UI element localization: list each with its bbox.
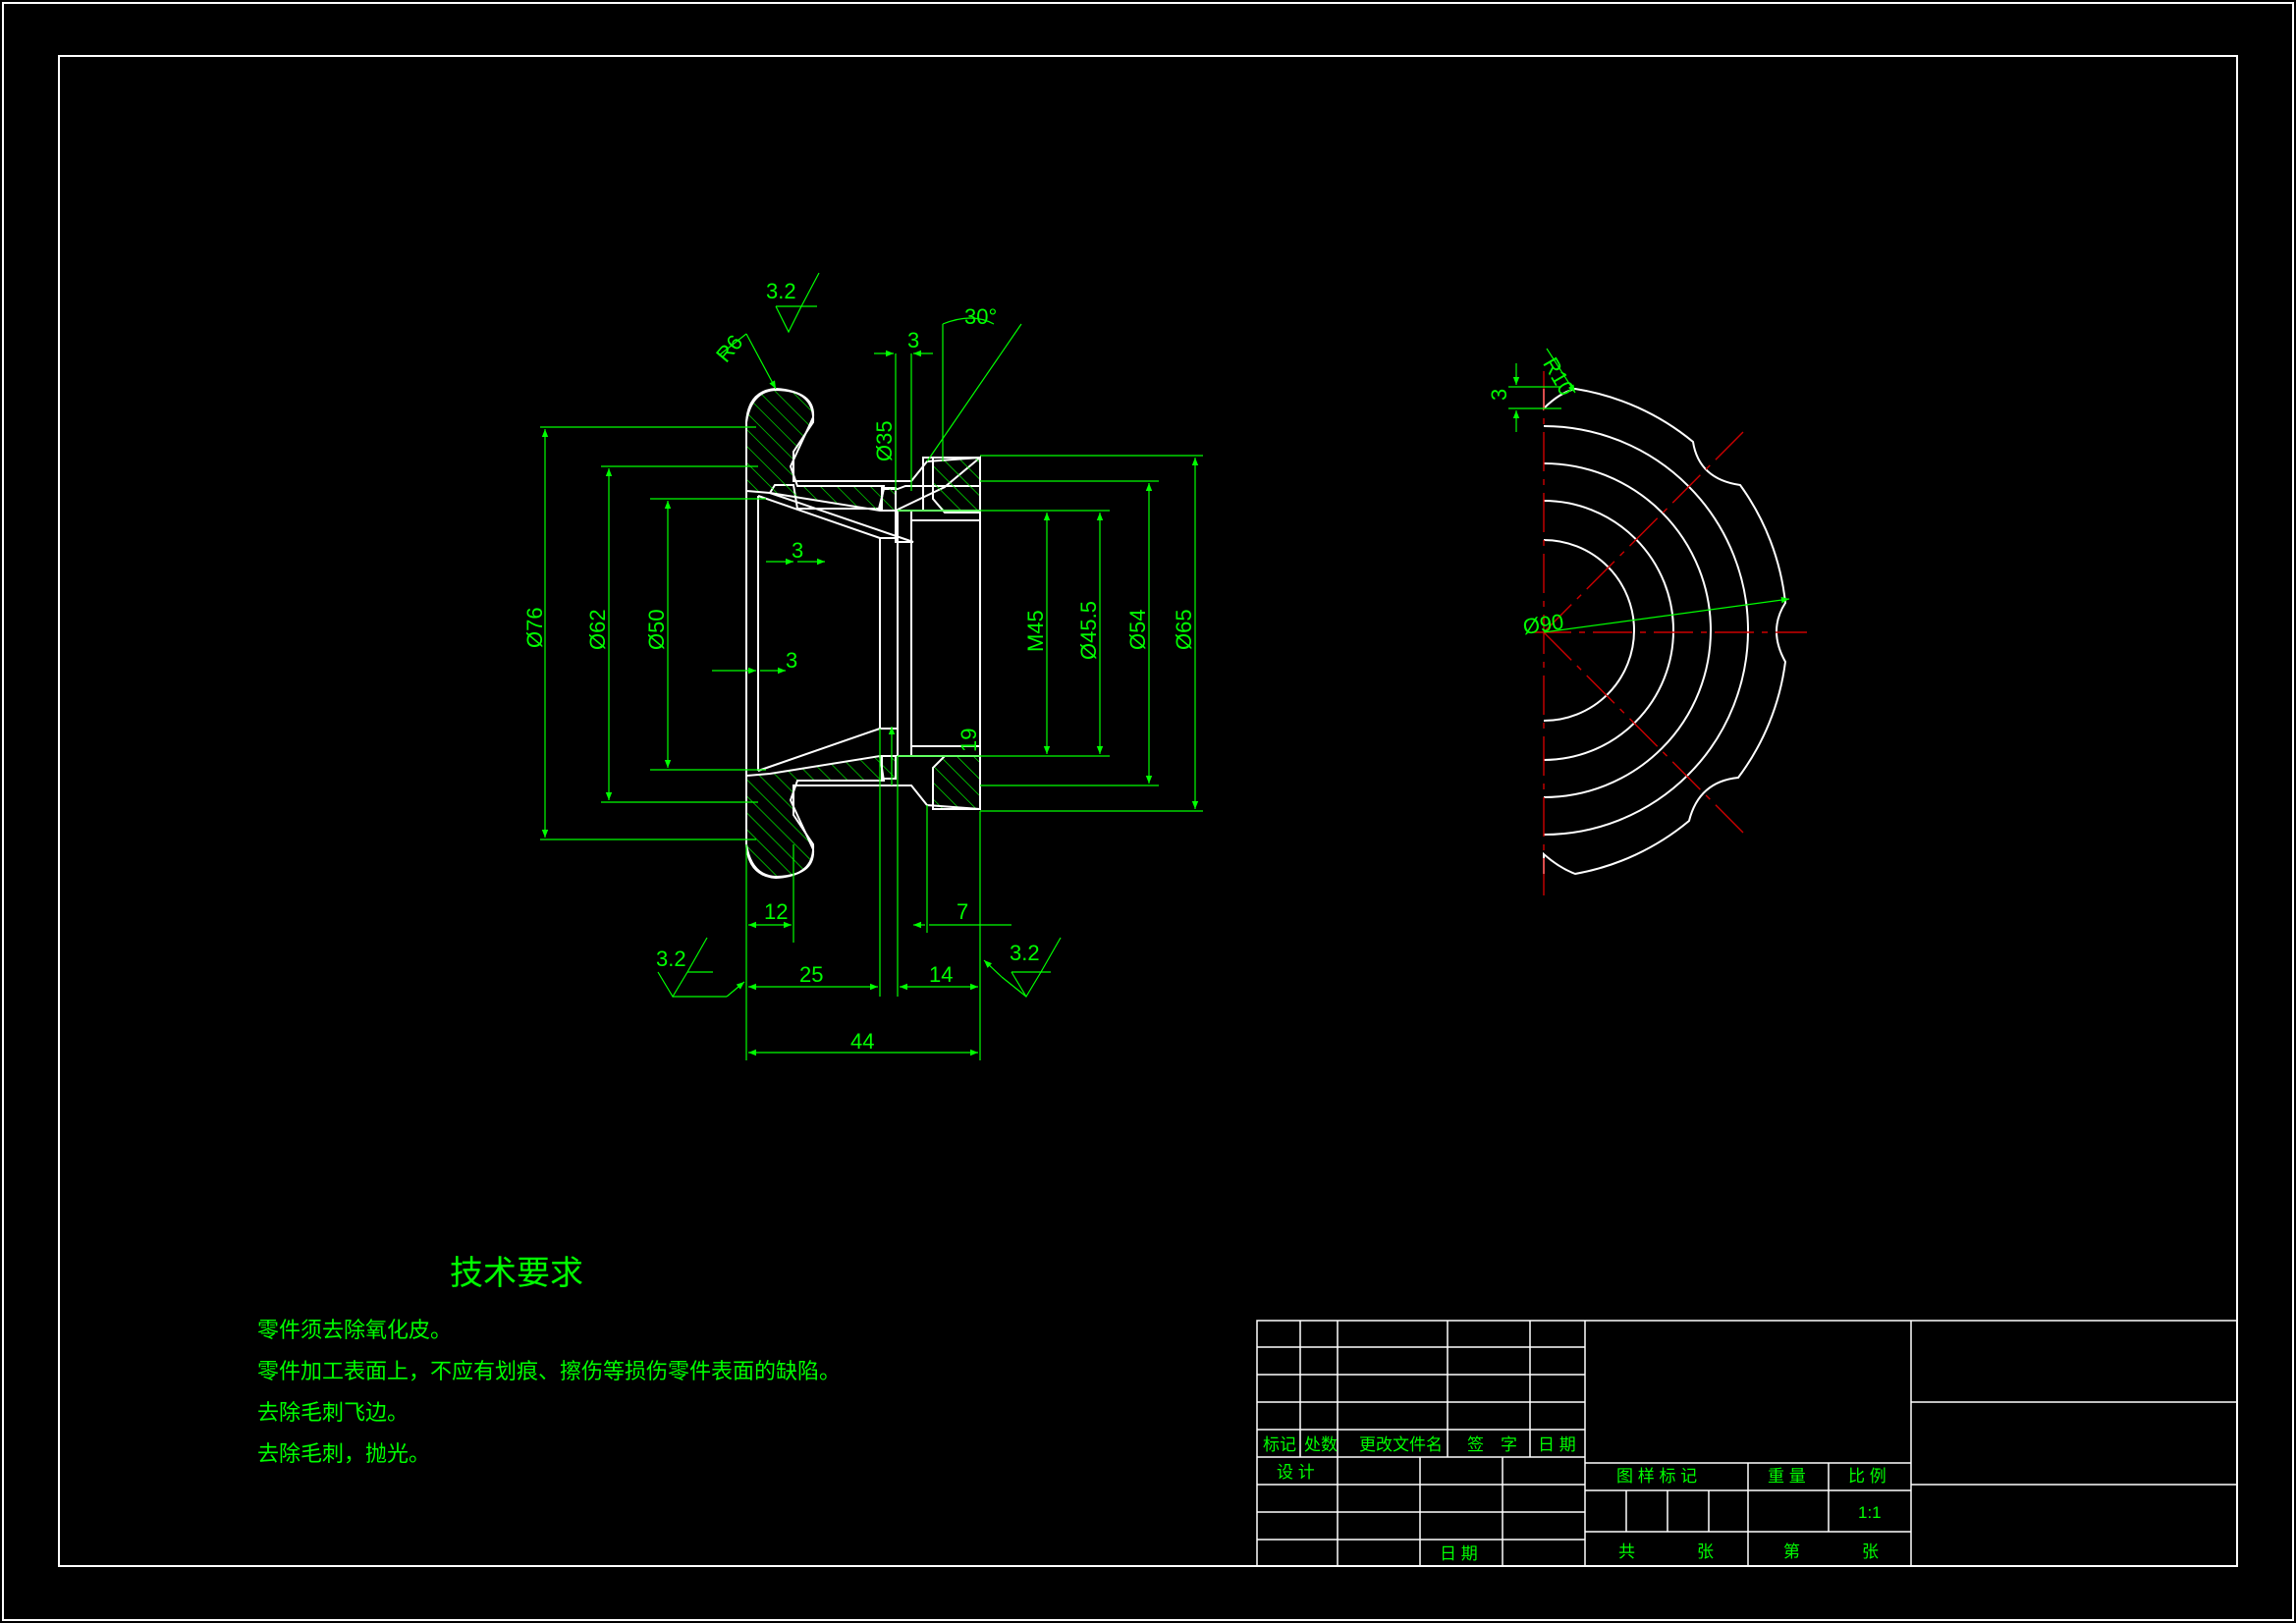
thread-m45: M45 bbox=[1023, 610, 1048, 652]
end-view: R10 3 Ø90 bbox=[1487, 348, 1807, 895]
tb-sheet-no: 第 bbox=[1783, 1542, 1800, 1561]
dia-54: Ø54 bbox=[1125, 609, 1150, 650]
tb-total: 共 bbox=[1618, 1542, 1635, 1561]
end-view-centerlines bbox=[1532, 371, 1807, 895]
tb-signature: 签 字 bbox=[1467, 1435, 1517, 1454]
tech-req-line-4: 去除毛刺，抛光。 bbox=[257, 1441, 430, 1466]
tb-sheets2: 张 bbox=[1862, 1542, 1879, 1561]
len-7: 7 bbox=[957, 899, 968, 924]
len-19: 19 bbox=[957, 729, 981, 752]
section-hatch bbox=[745, 388, 981, 879]
roughness-top: 3.2 bbox=[766, 279, 796, 303]
len-44: 44 bbox=[850, 1029, 874, 1054]
dia-76: Ø76 bbox=[522, 607, 547, 648]
len-12: 12 bbox=[764, 899, 788, 924]
section-view: 3.2 R6 30° 3 Ø35 3 3 Ø76 Ø62 Ø50 M45 Ø45… bbox=[522, 272, 1203, 1060]
tb-scale: 比 例 bbox=[1848, 1467, 1886, 1486]
dia-62: Ø62 bbox=[585, 609, 610, 650]
angle-30: 30° bbox=[964, 304, 997, 329]
end-view-dims bbox=[1508, 348, 1790, 633]
dia-65: Ø65 bbox=[1172, 609, 1196, 650]
tb-design: 设 计 bbox=[1277, 1463, 1315, 1482]
top-3: 3 bbox=[907, 328, 919, 352]
tb-scale-value: 1:1 bbox=[1858, 1503, 1882, 1522]
inner-3a: 3 bbox=[792, 538, 803, 563]
tech-req-title: 技术要求 bbox=[450, 1255, 583, 1292]
dia-35: Ø35 bbox=[872, 420, 897, 461]
dia-45-5: Ø45.5 bbox=[1076, 601, 1101, 660]
tech-requirements: 技术要求 零件须去除氧化皮。 零件加工表面上，不应有划痕、擦伤等损伤零件表面的缺… bbox=[257, 1255, 841, 1466]
tb-drawing-mark: 图 样 标 记 bbox=[1616, 1467, 1697, 1486]
len-14: 14 bbox=[929, 962, 953, 987]
tech-req-line-2: 零件加工表面上，不应有划痕、擦伤等损伤零件表面的缺陷。 bbox=[257, 1359, 841, 1383]
len-25: 25 bbox=[799, 962, 823, 987]
tech-req-line-3: 去除毛刺飞边。 bbox=[257, 1400, 409, 1425]
tb-mark: 标记 bbox=[1263, 1435, 1296, 1454]
tech-req-line-1: 零件须去除氧化皮。 bbox=[257, 1318, 452, 1342]
end-d90: Ø90 bbox=[1521, 609, 1565, 639]
section-dim-lines bbox=[540, 272, 1203, 1060]
tb-count: 处数 bbox=[1304, 1435, 1338, 1454]
roughness-bottom-left: 3.2 bbox=[656, 947, 686, 971]
tb-date2: 日 期 bbox=[1440, 1544, 1478, 1563]
dia-50: Ø50 bbox=[644, 609, 669, 650]
roughness-bottom-right: 3.2 bbox=[1010, 941, 1040, 965]
end-3: 3 bbox=[1487, 389, 1511, 401]
tb-change-doc: 更改文件名 bbox=[1359, 1435, 1443, 1454]
end-view-arcs bbox=[1543, 387, 1787, 876]
title-block: 标记 处数 更改文件名 签 字 日 期 设 计 日 期 图 样 标 记 重 量 … bbox=[1256, 1320, 2238, 1567]
inner-frame bbox=[58, 55, 2238, 1567]
inner-3b: 3 bbox=[786, 648, 797, 673]
tb-date: 日 期 bbox=[1538, 1435, 1576, 1454]
tb-weight: 重 量 bbox=[1768, 1467, 1806, 1486]
tb-sheets1: 张 bbox=[1697, 1542, 1714, 1561]
fillet-r6: R6 bbox=[711, 330, 747, 367]
